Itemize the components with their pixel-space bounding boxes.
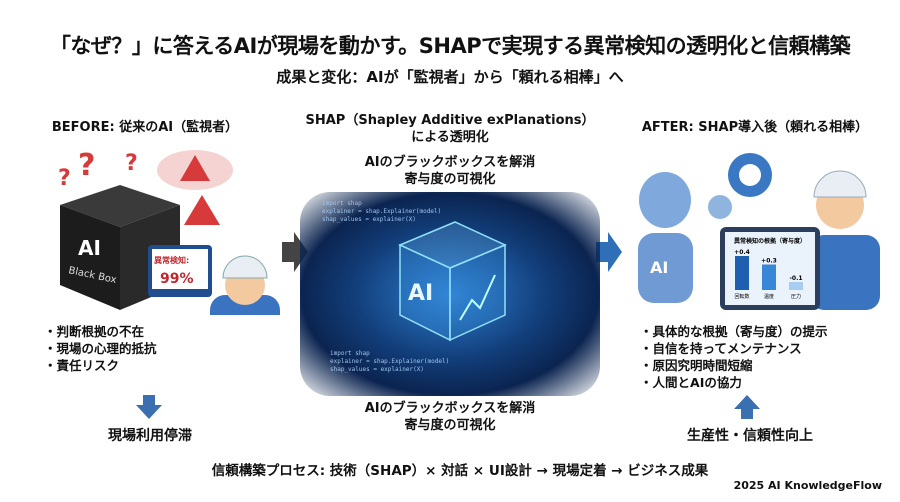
trust-process: 信頼構築プロセス: 技術（SHAP）× 対話 × UI設計 → 現場定着 → ビ… [211,463,709,479]
monitor-value: 99% [160,271,194,287]
line-chart-icon [459,274,496,321]
list-item: 自信を持ってメンテナンス [640,340,828,357]
bar-category-label: 回転数 [734,293,749,300]
arrow-up-icon [734,395,760,419]
question-mark-icons: ??? [58,148,138,191]
glowing-ai-cube: AI [398,221,507,342]
before-outcome: 現場利用停滞 [108,428,192,444]
after-heading: AFTER: SHAP導入後（頼れる相棒） [641,120,869,135]
after-outcome: 生産性・信頼性向上 [687,428,813,444]
subtitle: 成果と変化：AIが「監視者」から「頼れる相棒」へ [276,68,624,86]
center-caption-bottom: AIのブラックボックスを解消寄与度の可視化 [364,401,536,433]
bar-category-label: 圧力 [791,293,801,300]
list-item: 原因究明時間短縮 [640,357,828,374]
before-heading: BEFORE: 従来のAI（監視者） [51,120,239,135]
after-illustration: AI 異常検知の根拠（寄与度） +0.4 回転数 +0.3 温度 -0.1 圧力 [638,153,880,310]
arrow-down-icon [136,395,162,419]
bar [735,256,749,290]
center-heading-line2: による透明化 [411,130,489,145]
box-label: AI [78,236,101,260]
before-bullets: 判断根拠の不在 現場の心理的抵抗 責任リスク [44,323,157,374]
monitor-label: 異常検知: [154,255,189,265]
bar [762,264,776,290]
arrow-right-icon [282,232,308,272]
list-item: 具体的な根拠（寄与度）の提示 [640,323,828,340]
list-item: 判断根拠の不在 [44,323,157,340]
list-item: 現場の心理的抵抗 [44,340,157,357]
svg-text:?: ? [78,148,95,183]
bar-category-label: 温度 [764,293,774,300]
after-bullets: 具体的な根拠（寄与度）の提示 自信を持ってメンテナンス 原因究明時間短縮 人間と… [640,323,828,391]
bar [789,282,803,290]
center-heading-line1: SHAP（Shapley Additive exPlanations） [305,113,595,128]
cube-label: AI [408,281,433,306]
robot-label: AI [650,258,668,277]
bar-value-label: +0.4 [734,249,750,256]
svg-text:?: ? [125,151,138,176]
bar-value-label: +0.3 [761,258,777,265]
main-title: 「なぜ？」に答えるAIが現場を動かす。SHAPで実現する異常検知の透明化と信頼構… [49,34,851,58]
worker [810,170,880,310]
gear-icon [708,195,732,219]
bar-value-label: -0.1 [789,275,802,282]
before-illustration: ??? AI Black Box 異常検知: 99% [58,148,280,315]
arrow-right-icon [596,232,622,272]
footer-credit: 2025 AI KnowledgeFlow [733,479,882,492]
warning-icon [180,155,210,181]
tablet-chart-title: 異常検知の根拠（寄与度） [734,237,806,245]
svg-text:?: ? [58,166,71,191]
list-item: 責任リスク [44,357,157,374]
warning-icon [184,195,220,225]
frustrated-worker [210,255,280,315]
center-caption-top: AIのブラックボックスを解消寄与度の可視化 [364,155,536,187]
list-item: 人間とAIの協力 [640,374,828,391]
robot: AI [638,172,693,303]
center-heading: SHAP（Shapley Additive exPlanations） による透… [300,112,600,146]
